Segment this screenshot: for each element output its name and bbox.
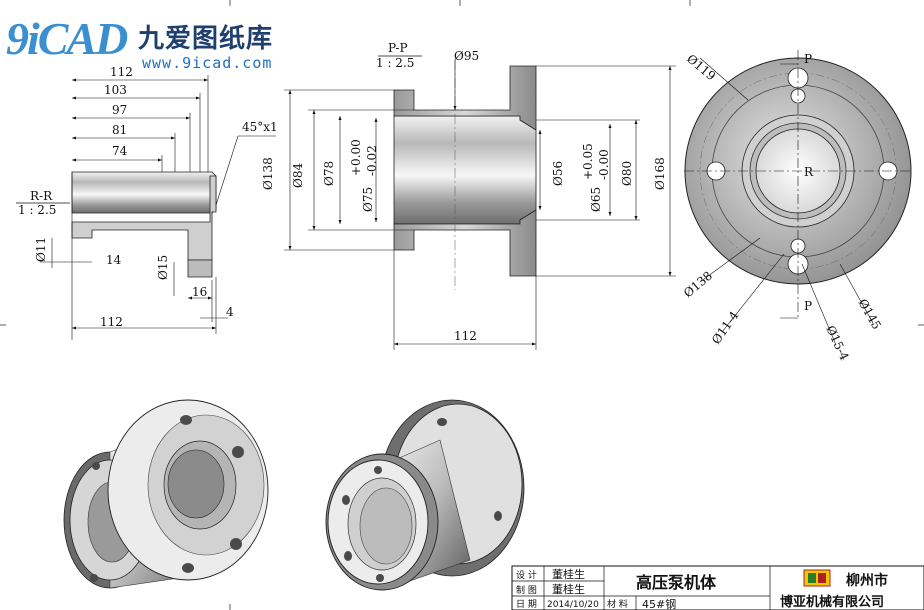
end-section-r: R	[804, 165, 814, 179]
tb-material-label: 材 料	[607, 598, 628, 610]
tb-company-logo	[803, 569, 831, 587]
dim-rr-112-top: 112	[110, 65, 133, 79]
tb-company-city: 柳州市	[846, 572, 888, 589]
tb-draw-label: 制 图	[516, 584, 537, 596]
view-rr-scale: 1 : 2.5	[18, 203, 56, 217]
dim-end-holes11: Ø11-4	[709, 308, 742, 346]
tb-design-label: 设 计	[516, 569, 537, 581]
tb-drafter: 董桂生	[552, 582, 585, 596]
tb-designer: 董桂生	[552, 567, 585, 581]
dim-rr-d15: Ø15	[156, 255, 170, 280]
iso-view-left	[63, 399, 269, 589]
rr-bore-shape	[71, 171, 217, 214]
watermark-name: 九爱图纸库	[138, 24, 274, 54]
tb-company: 博亚机械有限公司	[780, 594, 884, 610]
dim-pp-d168: Ø168	[653, 157, 667, 190]
watermark-url: www.9icad.com	[142, 54, 273, 72]
dim-pp-d138: Ø138	[261, 157, 275, 190]
dim-rr-14: 14	[106, 253, 122, 267]
dim-rr-16: 16	[192, 285, 207, 299]
pp-bore-shape	[393, 115, 537, 225]
rr-wall-shape	[71, 175, 217, 261]
end-section-p-top: P	[804, 52, 812, 66]
dim-pp-tol65-lo: -0.00	[597, 149, 611, 180]
rr-flange-shape	[187, 259, 213, 278]
tb-part-name: 高压泵机体	[636, 573, 717, 592]
iso-view-right	[325, 399, 525, 591]
dim-rr-97: 97	[112, 103, 127, 117]
dim-pp-d80: Ø80	[620, 161, 634, 186]
view-rr-label: R-R	[30, 189, 53, 203]
dim-pp-d78: Ø78	[322, 161, 336, 186]
dim-pp-tol65-up: +0.05	[581, 143, 595, 180]
watermark-logo: 9iCAD	[6, 13, 128, 64]
dim-rr-4: 4	[226, 305, 234, 319]
watermark: 9iCAD 九爱图纸库 www.9icad.com	[6, 14, 306, 76]
dim-pp-d65: Ø65	[589, 187, 603, 212]
dim-pp-tol75-up: +0.00	[349, 139, 363, 176]
dim-end-d145: Ø145	[855, 297, 883, 332]
view-pp-label: P-P	[388, 41, 408, 55]
dim-end-d138: Ø138	[681, 269, 715, 301]
tb-material: 45#钢	[642, 598, 676, 610]
dim-pp-d75: Ø75	[361, 187, 375, 212]
view-end: P P R Ø119 Ø138 Ø11-4 Ø15-4 Ø145	[681, 50, 912, 363]
title-block: 设 计 董桂生 制 图 董桂生 日 期 2014/10/20 材 料 45#钢 …	[511, 565, 924, 610]
dim-rr-d11: Ø11	[34, 237, 48, 262]
dim-end-holes15: Ø15-4	[823, 323, 851, 363]
end-section-p-bottom: P	[804, 299, 812, 313]
dim-rr-112-bottom: 112	[100, 315, 123, 329]
dim-pp-112: 112	[454, 329, 477, 343]
dim-pp-d95: Ø95	[454, 49, 479, 63]
dim-end-d119: Ø119	[684, 52, 718, 84]
view-pp-scale: 1 : 2.5	[376, 56, 414, 70]
dim-rr-103: 103	[104, 83, 127, 97]
dim-rr-74: 74	[112, 144, 128, 158]
dim-rr-chamfer: 45°x1	[242, 120, 278, 134]
dim-rr-81: 81	[112, 123, 127, 137]
tb-date: 2014/10/20	[547, 600, 599, 610]
dim-pp-d84: Ø84	[291, 163, 305, 188]
tb-date-label: 日 期	[516, 599, 537, 610]
view-pp: P-P 1 : 2.5 Ø95	[261, 41, 676, 350]
view-rr: R-R 1 : 2.5 112	[16, 65, 278, 340]
dim-pp-tol75-lo: -0.02	[365, 145, 379, 176]
dim-pp-d56: Ø56	[551, 161, 565, 186]
